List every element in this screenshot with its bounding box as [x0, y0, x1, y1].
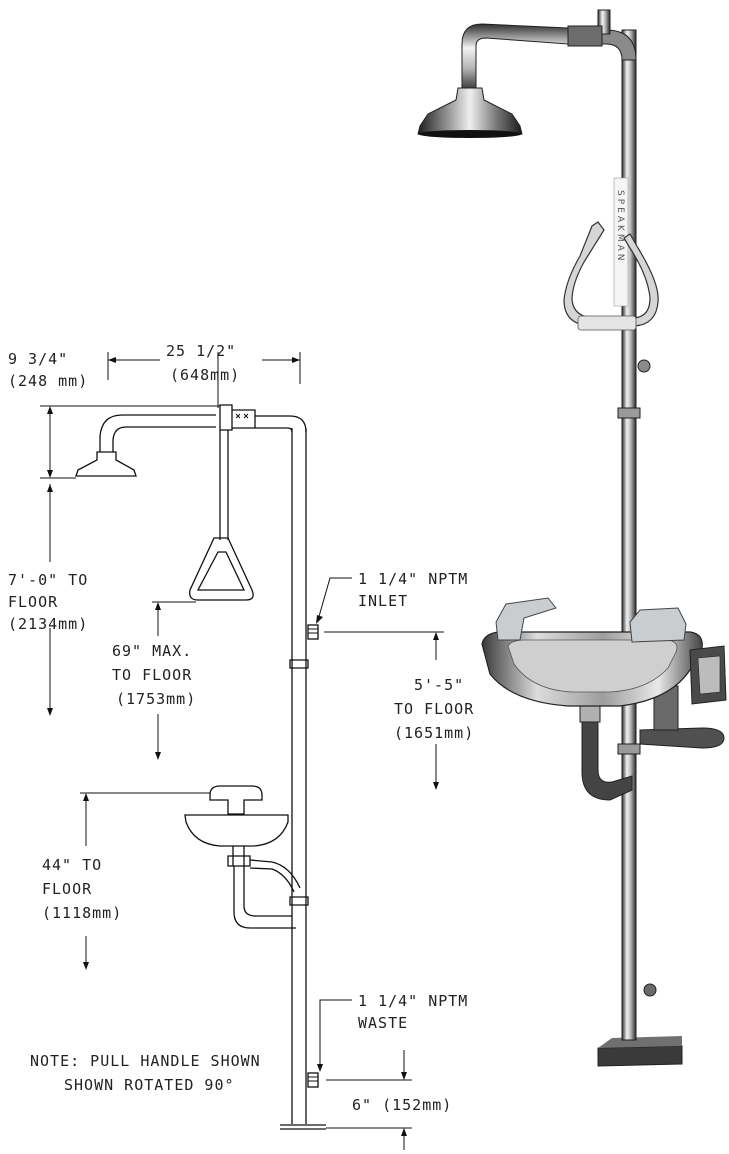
photo-coupling-upper — [617, 407, 641, 419]
dim-waste-height-line — [326, 1050, 412, 1150]
note-line-1: NOTE: PULL HANDLE SHOWN — [30, 1052, 261, 1070]
label-inlet-height-2: TO FLOOR — [394, 700, 474, 718]
photo-shower-head-rim — [418, 130, 522, 138]
photo-drain-trap — [581, 711, 633, 801]
dim-waste-leader — [319, 999, 352, 1068]
photo-push-flag-face — [697, 655, 721, 695]
product-photo: SPEAKMAN — [417, 9, 727, 1067]
drawing-eyewash-bowl — [184, 814, 289, 847]
photo-trap-nut — [579, 705, 601, 723]
dimension-labels: 9 3/4" (248 mm) 25 1/2" (648mm) 7'-0" TO… — [8, 342, 474, 1114]
drawing-valve — [219, 404, 256, 431]
label-arm-reach-mm: (648mm) — [170, 366, 240, 384]
photo-shower-arm — [461, 23, 569, 93]
photo-eyewash-nozzle-right — [629, 607, 687, 643]
drawing-pipe-elbow — [255, 415, 307, 433]
drawing-coupling-lower — [289, 896, 309, 906]
drawing-main-pipe — [291, 428, 307, 1124]
drawing-shower-head — [75, 451, 137, 477]
label-waste-2: WASTE — [358, 1014, 408, 1032]
photo-lower-knob — [643, 983, 657, 997]
photo-shower-head — [417, 87, 523, 135]
label-bowl-height-1: 44" TO — [42, 856, 102, 874]
photo-coupling-lower — [617, 743, 641, 755]
label-handle-height-2: TO FLOOR — [112, 666, 192, 684]
dim-top-extensions — [107, 352, 301, 408]
label-inlet-height-3: (1651mm) — [394, 724, 474, 742]
drawing-waste — [307, 1072, 319, 1088]
label-arm-reach-in: 25 1/2" — [166, 342, 236, 360]
drawing-shower-arm — [99, 414, 216, 452]
photo-brand-label: SPEAKMAN — [615, 190, 625, 264]
drawing-supply-hose — [249, 859, 301, 893]
photo-handle-bar — [577, 315, 637, 331]
drawing-coupling-upper — [289, 659, 309, 669]
drawing-pull-rod — [219, 430, 229, 540]
note-line-2: SHOWN ROTATED 90° — [64, 1076, 235, 1094]
label-inlet-2: INLET — [358, 592, 408, 610]
drawing-bowl-valve — [227, 846, 251, 867]
photo-eyewash-nozzle-left — [495, 597, 557, 641]
drawing-waste-threads — [308, 1076, 318, 1082]
label-waste-height: 6" (152mm) — [352, 1096, 452, 1114]
photo-floor-plate-top — [598, 1036, 682, 1048]
dim-handle-line — [152, 601, 196, 756]
line-drawing — [75, 404, 326, 1130]
label-handle-height-1: 69" MAX. — [112, 642, 192, 660]
photo-valve — [567, 25, 603, 47]
dim-shower-extensions — [40, 405, 220, 479]
label-shower-height-2: FLOOR — [8, 593, 58, 611]
drawing-eyewash-head — [209, 785, 263, 815]
dimension-lines — [40, 352, 444, 1150]
label-inlet-height-1: 5'-5" — [414, 676, 464, 694]
photo-side-knob — [637, 359, 651, 373]
dim-inlet-leader — [317, 577, 352, 621]
label-waste-1: 1 1/4" NPTM — [358, 992, 468, 1010]
drawing-valve-bolts — [235, 413, 249, 419]
label-bowl-height-2: FLOOR — [42, 880, 92, 898]
label-shower-height-3: (2134mm) — [8, 615, 88, 633]
drawing-inlet — [307, 624, 319, 640]
label-inlet-1: 1 1/4" NPTM — [358, 570, 468, 588]
drawing-drain-trap — [233, 866, 296, 929]
label-handle-height-3: (1753mm) — [116, 690, 196, 708]
label-shower-offset-in: 9 3/4" — [8, 350, 68, 368]
photo-pull-handle — [563, 221, 659, 327]
label-bowl-height-3: (1118mm) — [42, 904, 122, 922]
dim-waste-leader-arrow — [317, 1064, 323, 1072]
drawing-pull-handle — [189, 537, 254, 601]
dim-inlet-leader-arrow — [316, 615, 323, 624]
label-shower-height-1: 7'-0" TO — [8, 571, 88, 589]
dim-bowl-height-line — [80, 792, 210, 966]
photo-floor-plate — [597, 1045, 683, 1067]
label-shower-offset-mm: (248 mm) — [8, 372, 88, 390]
drawing-inlet-threads — [308, 628, 318, 634]
photo-side-valve — [639, 727, 725, 749]
drawing-floor-flange — [280, 1124, 326, 1130]
